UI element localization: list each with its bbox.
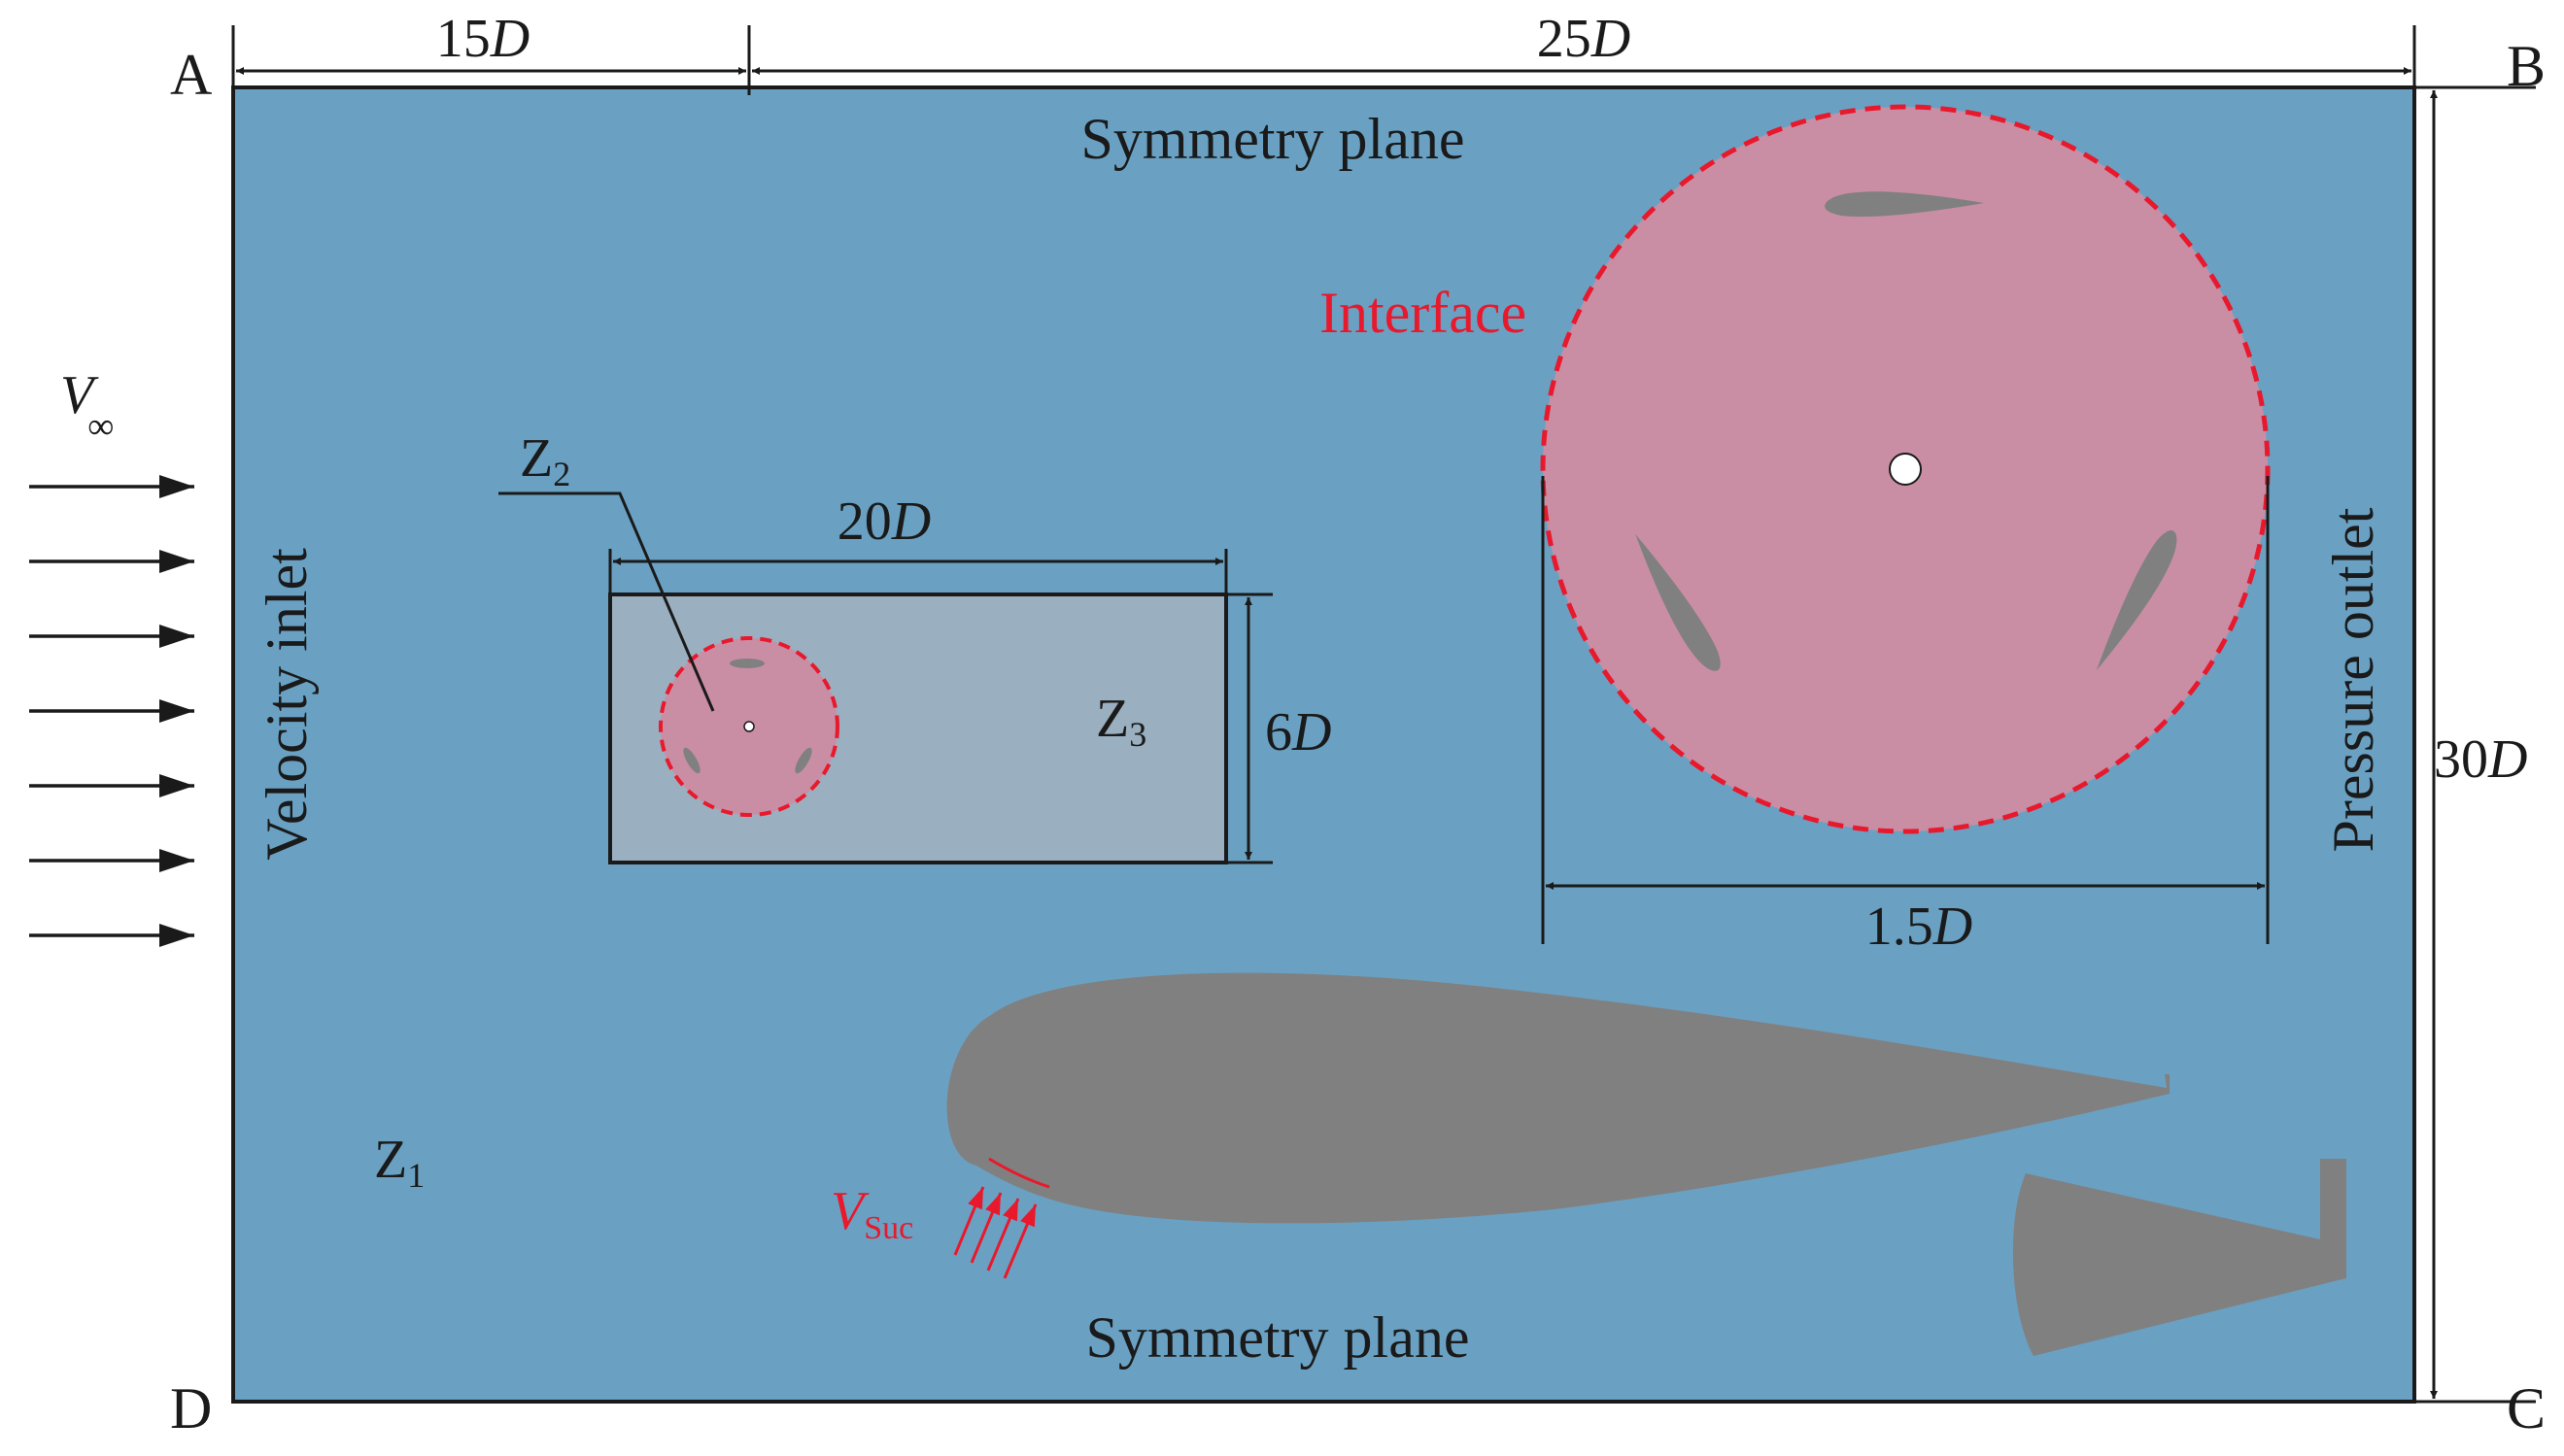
dim-label-inlet-length: 15D [436,9,530,69]
boundary-label-left: Velocity inlet [255,548,319,861]
rotor-blade-top [1825,191,1984,218]
rotor-blade-right [2096,529,2177,671]
dim-label-refinement-width: 20D [838,491,931,552]
rotor-shaft [1889,453,1922,486]
dim-label-outlet-length: 25D [1537,9,1630,69]
dimension-lines [231,25,2536,1404]
rotor-detail [1540,104,2271,834]
tail-flap-body [2012,1159,2346,1356]
corner-label-d: D [170,1376,212,1440]
zone-label-z2: Z2 [520,428,570,493]
suction-velocity-label: VSuc [831,1181,913,1246]
dim-label-refinement-height: 6D [1265,702,1331,762]
boundary-label-top: Symmetry plane [1081,107,1465,171]
interface-label: Interface [1319,281,1526,345]
corner-label-c: C [2507,1376,2546,1440]
dim-label-rotor-diameter: 1.5D [1865,897,1972,957]
airfoil-body [946,972,2170,1224]
corner-label-a: A [170,43,212,107]
suction-arrows [953,1186,1038,1279]
inflow-arrows [29,475,194,947]
suction-surface [988,1157,1050,1189]
zone-label-z1: Z1 [374,1130,425,1195]
boundary-label-bottom: Symmetry plane [1086,1305,1470,1370]
boundary-label-right: Pressure outlet [2321,507,2385,852]
freestream-velocity-label: V∞ [60,365,114,447]
small-rotor-zone [659,636,839,817]
dim-label-domain-height: 30D [2434,729,2527,790]
rotor-blade-left [1635,533,1721,671]
zone-label-z3: Z3 [1096,689,1146,754]
corner-label-b: B [2507,34,2546,98]
